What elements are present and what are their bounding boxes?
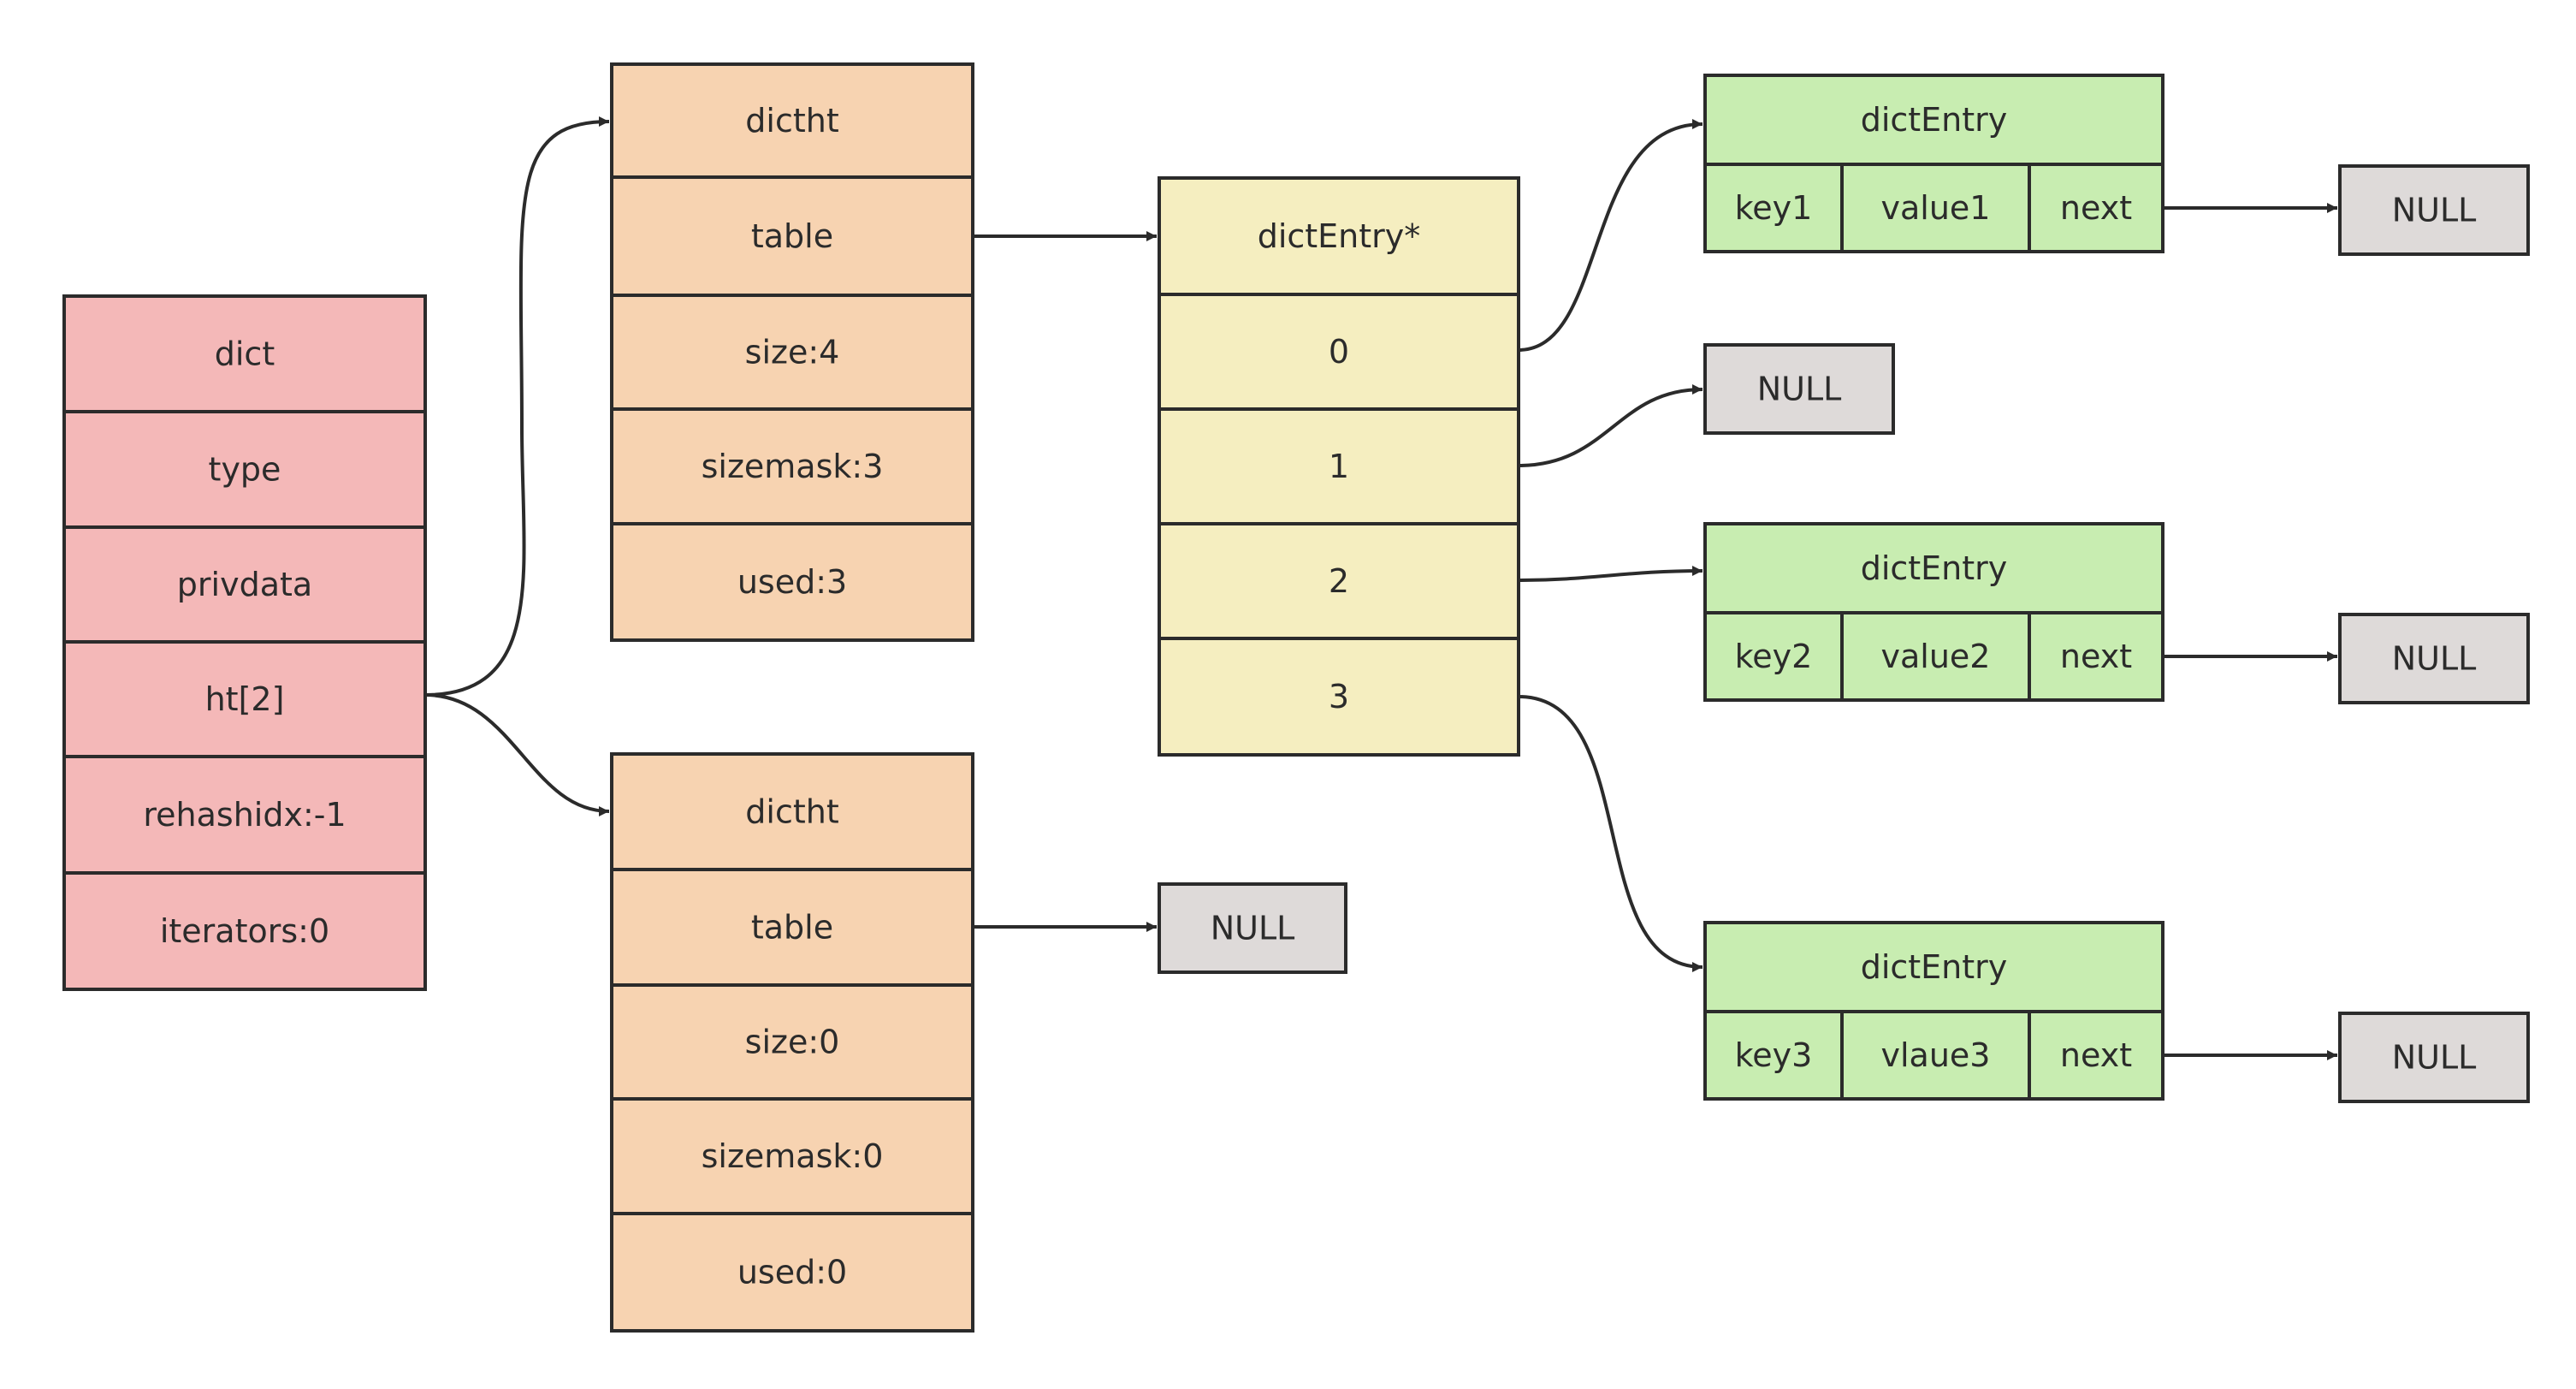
dict-struct-row-3: ht[2] xyxy=(62,640,427,758)
dictht-0: dictht table size:4 sizemask:3 used:3 xyxy=(610,62,974,642)
dict-struct-row-0-label: dict xyxy=(215,335,275,373)
dictht-1-row-4: used:0 xyxy=(610,1212,974,1333)
null-entry3-next: NULL xyxy=(2338,1012,2530,1103)
dictht-1: dictht table size:0 sizemask:0 used:0 xyxy=(610,752,974,1333)
null-entry1-next-box: NULL xyxy=(2338,164,2530,256)
dict-struct-row-4: rehashidx:-1 xyxy=(62,755,427,875)
dictht-1-row-4-label: used:0 xyxy=(737,1254,847,1291)
null-slot1-box: NULL xyxy=(1703,343,1895,435)
null-dictht1-table-box-label: NULL xyxy=(1211,910,1295,947)
null-entry3-next-box-label: NULL xyxy=(2392,1039,2477,1077)
dictentry-array-row-3: 2 xyxy=(1158,522,1520,640)
dictentry-1-next-label: next xyxy=(2060,189,2132,227)
arrow-ht-to-dictht1 xyxy=(424,693,610,816)
dictentry-3-next-label: next xyxy=(2060,1036,2132,1074)
dictht-0-row-2-label: size:4 xyxy=(745,334,840,371)
dictentry-2-title: dictEntry xyxy=(1703,522,2164,614)
dictentry-1-next: next xyxy=(2028,163,2164,253)
dict-struct-row-5-label: iterators:0 xyxy=(160,912,329,950)
null-slot1-box-label: NULL xyxy=(1757,371,1842,408)
boxes: dict type privdata ht[2] rehashidx:-1 iterato… xyxy=(62,62,2530,1333)
dictentry-array-row-3-label: 2 xyxy=(1329,562,1349,600)
dictht-1-row-3-label: sizemask:0 xyxy=(702,1137,884,1175)
null-entry1-next-box-label: NULL xyxy=(2392,192,2477,229)
dictentry-array-row-2: 1 xyxy=(1158,407,1520,525)
dictht-1-row-2-label: size:0 xyxy=(745,1024,840,1061)
dictentry-array-row-4-label: 3 xyxy=(1329,678,1349,715)
connectors xyxy=(424,116,2337,1060)
dictentry-2-next-label: next xyxy=(2060,638,2132,675)
dictentry-1-title-label: dictEntry xyxy=(1861,101,2008,139)
dictht-0-row-0: dictht xyxy=(610,62,974,179)
null-dictht1-table-box: NULL xyxy=(1158,882,1347,974)
dictentry-2-value: value2 xyxy=(1840,611,2031,702)
dictentry-array-row-2-label: 1 xyxy=(1329,448,1349,485)
dictentry-2-title-label: dictEntry xyxy=(1861,549,2008,587)
dictentry-2: dictEntry key2 value2 next xyxy=(1703,522,2164,702)
null-slot1: NULL xyxy=(1703,343,1895,435)
dict-struct-row-4-label: rehashidx:-1 xyxy=(143,796,346,834)
dictentry-array: dictEntry* 0 1 2 3 xyxy=(1158,176,1520,757)
dictentry-2-key: key2 xyxy=(1703,611,1844,702)
dict-struct-row-0: dict xyxy=(62,294,427,413)
dictentry-1-key-label: key1 xyxy=(1735,189,1813,227)
dictentry-3: dictEntry key3 vlaue3 next xyxy=(1703,921,2164,1101)
null-entry2-next: NULL xyxy=(2338,613,2530,704)
dictht-0-row-3: sizemask:3 xyxy=(610,407,974,525)
null-entry2-next-box-label: NULL xyxy=(2392,640,2477,678)
dictentry-array-row-1: 0 xyxy=(1158,293,1520,411)
dict-struct-row-5: iterators:0 xyxy=(62,871,427,991)
dictentry-array-row-0-label: dictEntry* xyxy=(1258,217,1421,255)
arrow-ht-to-dictht0 xyxy=(424,116,610,697)
dictht-1-row-1-label: table xyxy=(751,909,833,947)
dictentry-array-row-0: dictEntry* xyxy=(1158,176,1520,296)
dict-struct-row-1-label: type xyxy=(209,451,281,489)
dictentry-3-key: key3 xyxy=(1703,1010,1844,1101)
dictht-1-row-0: dictht xyxy=(610,752,974,871)
dictht-0-row-2: size:4 xyxy=(610,294,974,411)
dictentry-2-key-label: key2 xyxy=(1735,638,1813,675)
dictht-1-row-1: table xyxy=(610,868,974,987)
dictentry-3-next: next xyxy=(2028,1010,2164,1101)
null-dictht1-table: NULL xyxy=(1158,882,1347,974)
dict-struct-row-1: type xyxy=(62,410,427,529)
dictht-1-row-2: size:0 xyxy=(610,983,974,1101)
dict-struct-row-2-label: privdata xyxy=(177,566,312,603)
dictht-0-row-4-label: used:3 xyxy=(737,563,847,601)
null-entry3-next-box: NULL xyxy=(2338,1012,2530,1103)
arrow-slot3-to-entry3 xyxy=(1518,695,1703,972)
arrow-slot1-to-null xyxy=(1518,384,1703,467)
dictentry-1: dictEntry key1 value1 next xyxy=(1703,74,2164,253)
dictentry-3-key-label: key3 xyxy=(1735,1036,1813,1074)
dictentry-2-value-label: value2 xyxy=(1881,638,1991,675)
dictentry-3-value-label: vlaue3 xyxy=(1881,1036,1991,1074)
dictht-0-row-1-label: table xyxy=(751,217,833,255)
dict-struct-row-3-label: ht[2] xyxy=(205,680,285,718)
arrow-slot0-to-entry1 xyxy=(1518,119,1703,352)
dictentry-3-title-label: dictEntry xyxy=(1861,948,2008,986)
dictentry-array-row-1-label: 0 xyxy=(1329,333,1349,371)
dictentry-1-title: dictEntry xyxy=(1703,74,2164,166)
arrow-slot2-to-entry2 xyxy=(1518,566,1703,582)
dictentry-1-value: value1 xyxy=(1840,163,2031,253)
dictht-0-row-3-label: sizemask:3 xyxy=(702,448,884,485)
dict-struct: dict type privdata ht[2] rehashidx:-1 iterato… xyxy=(62,294,427,991)
dictht-0-row-1: table xyxy=(610,175,974,297)
dictht-1-row-3: sizemask:0 xyxy=(610,1097,974,1215)
dictht-0-row-4: used:3 xyxy=(610,522,974,642)
dictentry-3-title: dictEntry xyxy=(1703,921,2164,1013)
dictentry-array-row-4: 3 xyxy=(1158,637,1520,757)
dictentry-2-next: next xyxy=(2028,611,2164,702)
dictentry-1-value-label: value1 xyxy=(1881,189,1991,227)
dictentry-3-value: vlaue3 xyxy=(1840,1010,2031,1101)
null-entry1-next: NULL xyxy=(2338,164,2530,256)
dictht-0-row-0-label: dictht xyxy=(745,102,838,139)
null-entry2-next-box: NULL xyxy=(2338,613,2530,704)
dictht-1-row-0-label: dictht xyxy=(745,793,838,831)
dictentry-1-key: key1 xyxy=(1703,163,1844,253)
dict-struct-row-2: privdata xyxy=(62,525,427,644)
